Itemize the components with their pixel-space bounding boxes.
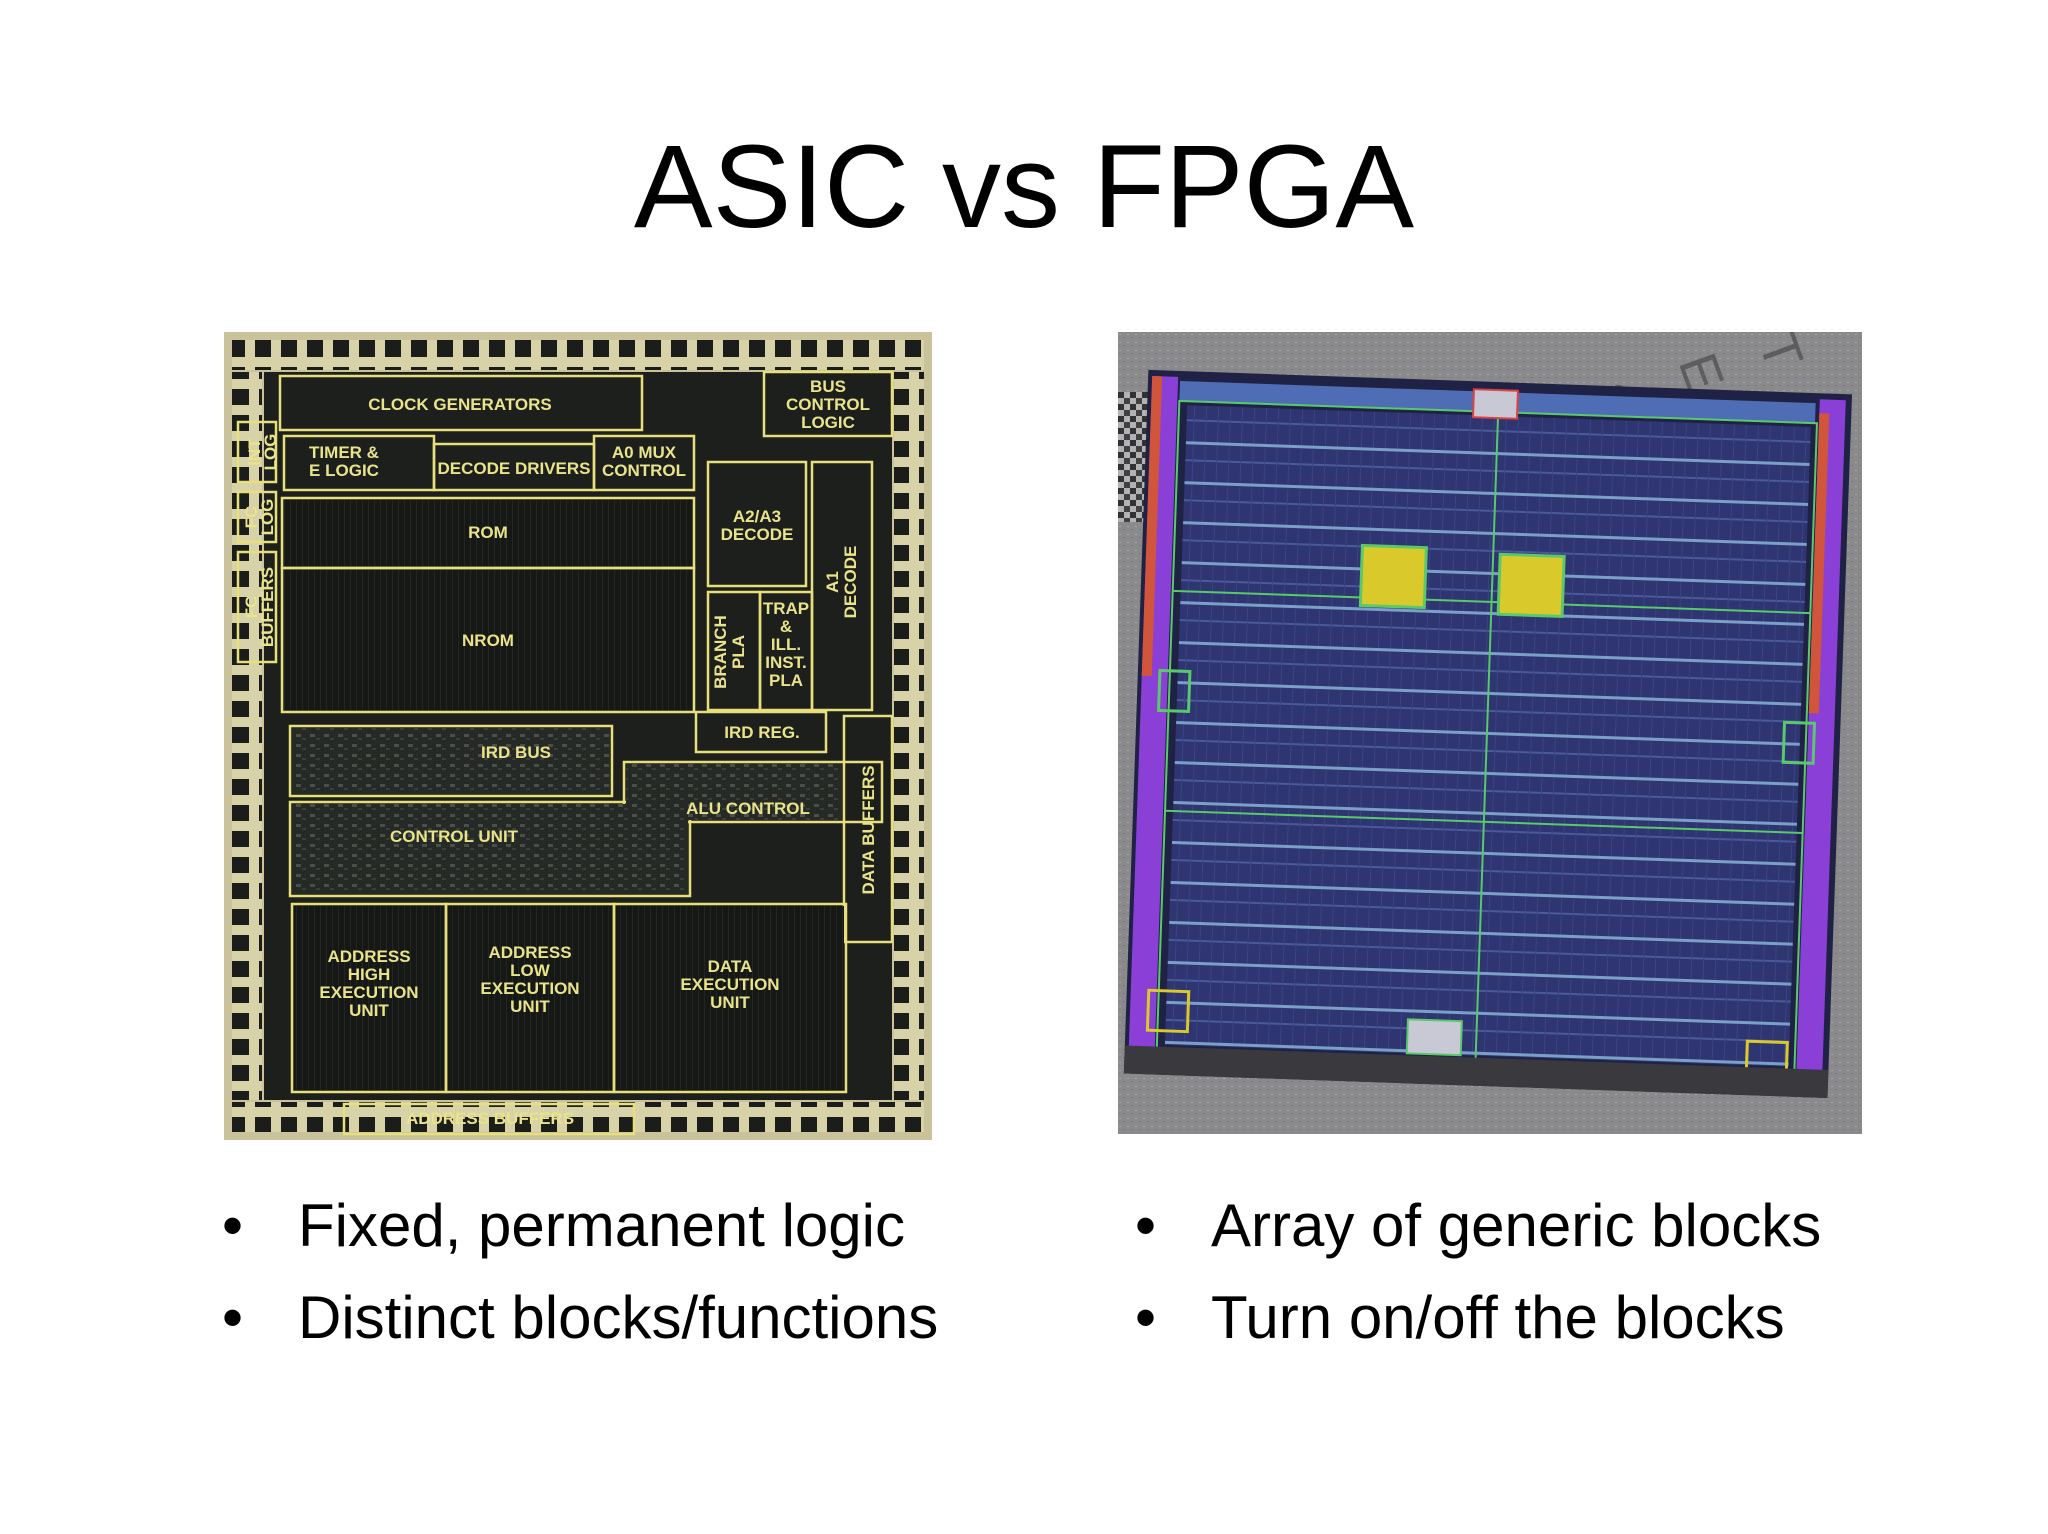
asic-label-a2a3-1: A2/A3 (733, 507, 781, 526)
asic-bullet-text: Fixed, permanent logic (298, 1192, 905, 1259)
asic-label-timer-2: E LOGIC (309, 461, 379, 480)
asic-label-rom: ROM (468, 523, 508, 542)
asic-label-ah-3: EXECUTION (319, 983, 418, 1002)
asic-label-ah-4: UNIT (349, 1001, 389, 1020)
asic-label-alu-control: ALU CONTROL (686, 799, 810, 818)
asic-label-int: INT (245, 438, 264, 466)
asic-label-nrom: NROM (462, 631, 514, 650)
asic-label-ah-1: ADDRESS (327, 947, 410, 966)
asic-label-trap-3: ILL. (771, 635, 801, 654)
fpga-bullet-item: • Array of generic blocks (1135, 1180, 1821, 1272)
asic-label-a1-decode: DECODE (841, 546, 860, 619)
asic-label-decode-drivers: DECODE DRIVERS (437, 459, 590, 478)
asic-label-de-2: EXECUTION (680, 975, 779, 994)
asic-label-a2a3-2: DECODE (721, 525, 794, 544)
asic-label-clock: CLOCK GENERATORS (368, 395, 552, 414)
asic-label-al-3: EXECUTION (480, 979, 579, 998)
fpga-die-image: 2 E T (1118, 332, 1862, 1134)
asic-label-de-3: UNIT (710, 993, 750, 1012)
asic-label-de-1: DATA (708, 957, 753, 976)
asic-bullet-item: • Fixed, permanent logic (222, 1180, 938, 1272)
asic-label-ah-2: HIGH (348, 965, 391, 984)
fpga-bullet-text: Turn on/off the blocks (1211, 1284, 1785, 1351)
asic-die-image: CLOCK GENERATORS BUS CONTROL LOGIC INT L… (224, 332, 932, 1140)
asic-label-buffers: BUFFERS (258, 567, 277, 647)
asic-bullet-list: • Fixed, permanent logic • Distinct blocks… (222, 1180, 938, 1364)
asic-label-al-2: LOW (510, 961, 551, 980)
asic-label-fc2: FC (242, 596, 261, 619)
bullet-icon: • (1135, 1192, 1157, 1259)
asic-label-control-unit: CONTROL UNIT (390, 827, 519, 846)
asic-label-ird-bus: IRD BUS (481, 743, 551, 762)
asic-label-a0mux-1: A0 MUX (612, 443, 677, 462)
fpga-bullet-text: Array of generic blocks (1211, 1192, 1822, 1259)
asic-label-data-buffers: DATA BUFFERS (859, 765, 878, 894)
asic-bullet-item: • Distinct blocks/functions (222, 1272, 938, 1364)
asic-label-bus-1: BUS (810, 377, 846, 396)
asic-label-fc-log: LOG (258, 499, 277, 536)
asic-label-ird-reg: IRD REG. (724, 723, 800, 742)
asic-label-a0mux-2: CONTROL (602, 461, 686, 480)
asic-label-int-log: LOG (261, 434, 280, 471)
asic-label-a1: A1 (823, 571, 842, 593)
asic-label-trap-2: & (780, 617, 792, 636)
asic-label-timer-1: TIMER & (309, 443, 379, 462)
asic-label-trap-5: PLA (769, 671, 803, 690)
bullet-icon: • (1135, 1284, 1157, 1351)
asic-label-al-4: UNIT (510, 997, 550, 1016)
asic-label-branch: BRANCH (711, 615, 730, 689)
fpga-bullet-item: • Turn on/off the blocks (1135, 1272, 1821, 1364)
asic-label-branch-pla: PLA (729, 635, 748, 669)
asic-label-addr-buffers: ADDRESS BUFFERS (406, 1109, 574, 1128)
bullet-icon: • (222, 1284, 244, 1351)
asic-label-trap-1: TRAP (763, 599, 809, 618)
asic-label-bus-3: LOGIC (801, 413, 855, 432)
asic-label-trap-4: INST. (765, 653, 807, 672)
bullet-icon: • (222, 1192, 244, 1259)
asic-bullet-text: Distinct blocks/functions (298, 1284, 939, 1351)
slide-title: ASIC vs FPGA (633, 121, 1415, 253)
fpga-bullet-list: • Array of generic blocks • Turn on/off th… (1135, 1180, 1821, 1364)
asic-label-fc: FC (242, 506, 261, 529)
asic-label-al-1: ADDRESS (488, 943, 571, 962)
asic-label-bus-2: CONTROL (786, 395, 870, 414)
